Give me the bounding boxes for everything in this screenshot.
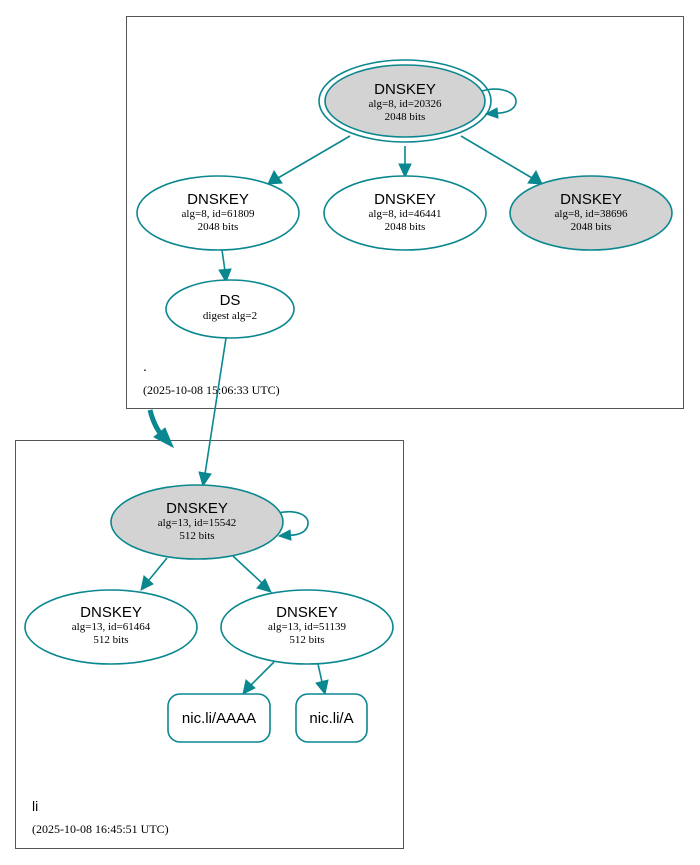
node-root-ksk-outer-ring: [318, 59, 492, 143]
edge-zsk1-to-ds: [221, 249, 226, 272]
node-li-zsk-51139-shape: [220, 589, 394, 665]
li-zone-timestamp: (2025-10-08 16:45:51 UTC): [32, 822, 169, 836]
node-rr-a-shape: [295, 693, 368, 743]
node-ds-title: DS: [220, 292, 241, 309]
edge-delegation-arrow: [153, 427, 175, 449]
node-li-ksk-shape: [110, 484, 284, 560]
node-root-zsk-46441-line1: alg=8, id=46441: [369, 208, 442, 220]
node-root-ksk-line2: 2048 bits: [385, 111, 426, 123]
edge-li-ksk-to-zsk1: [148, 557, 168, 581]
edge-ds-to-li-ksk-arrow: [198, 471, 212, 488]
edge-zsk2-to-a: [317, 663, 323, 683]
edge-ksk-to-zsk1-arrow: [267, 169, 283, 185]
node-root-zsk-61809: DNSKEY alg=8, id=61809 2048 bits: [136, 175, 300, 251]
edge-ksk-to-zsk2-arrow: [398, 163, 412, 179]
node-root-ksk-line1: alg=8, id=20326: [369, 98, 442, 110]
node-li-zsk-51139-line2: 512 bits: [289, 634, 324, 646]
node-rr-aaaa-title: nic.li/AAAA: [182, 710, 256, 727]
edge-li-ksk-to-zsk1-arrow: [140, 575, 154, 591]
node-li-zsk-61464-line2: 512 bits: [93, 634, 128, 646]
node-root-zsk-38696: DNSKEY alg=8, id=38696 2048 bits: [509, 175, 673, 251]
node-li-ksk-line1: alg=13, id=15542: [158, 517, 236, 529]
edge-zsk2-to-aaaa-arrow: [242, 679, 256, 695]
node-li-ksk-title: DNSKEY: [166, 500, 228, 517]
node-root-zsk-61809-line1: alg=8, id=61809: [182, 208, 255, 220]
edge-ksk-to-zsk3-arrow: [527, 169, 543, 185]
edge-ds-to-li-ksk: [204, 337, 227, 475]
node-li-zsk-61464-line1: alg=13, id=61464: [72, 621, 151, 633]
edge-zsk2-to-aaaa: [250, 661, 275, 686]
root-zone-name: .: [143, 358, 147, 374]
edge-zsk1-to-ds-arrow: [218, 268, 232, 284]
node-rr-aaaa: nic.li/AAAA: [167, 693, 271, 743]
node-li-zsk-51139: DNSKEY alg=13, id=51139 512 bits: [220, 589, 394, 665]
node-root-zsk-38696-shape: [509, 175, 673, 251]
edge-li-ksk-to-zsk2: [232, 555, 263, 584]
node-rr-a: nic.li/A: [295, 693, 368, 743]
node-li-zsk-51139-line1: alg=13, id=51139: [268, 621, 346, 633]
root-zone-cluster: [126, 16, 684, 409]
node-root-zsk-38696-line1: alg=8, id=38696: [555, 208, 628, 220]
edge-ksk-self-loop-arrow: [484, 107, 499, 119]
node-li-zsk-61464-shape: [24, 589, 198, 665]
node-li-ksk-line2: 512 bits: [179, 530, 214, 542]
edge-li-ksk-self-loop: [277, 510, 309, 536]
node-root-ksk-title: DNSKEY: [374, 81, 436, 98]
node-root-zsk-61809-shape: [136, 175, 300, 251]
edge-ksk-to-zsk1: [277, 135, 351, 179]
node-li-zsk-61464-title: DNSKEY: [80, 604, 142, 621]
node-root-ksk-shape: [324, 64, 486, 138]
node-root-zsk-46441: DNSKEY alg=8, id=46441 2048 bits: [323, 175, 487, 251]
node-li-zsk-61464: DNSKEY alg=13, id=61464 512 bits: [24, 589, 198, 665]
node-li-ksk: DNSKEY alg=13, id=15542 512 bits: [110, 484, 284, 560]
node-ds-line1: digest alg=2: [203, 310, 257, 322]
node-root-zsk-61809-title: DNSKEY: [187, 191, 249, 208]
node-root-zsk-46441-shape: [323, 175, 487, 251]
node-ds: DS digest alg=2: [165, 279, 295, 339]
node-root-zsk-38696-title: DNSKEY: [560, 191, 622, 208]
node-ds-shape: [165, 279, 295, 339]
node-root-ksk: DNSKEY alg=8, id=20326 2048 bits: [318, 59, 492, 143]
edge-li-ksk-self-loop-arrow: [277, 529, 292, 541]
node-root-zsk-46441-line2: 2048 bits: [385, 221, 426, 233]
edge-ksk-self-loop: [481, 88, 517, 114]
edge-zsk2-to-a-arrow: [315, 679, 329, 696]
node-rr-aaaa-shape: [167, 693, 271, 743]
node-rr-a-title: nic.li/A: [309, 710, 353, 727]
node-li-zsk-51139-title: DNSKEY: [276, 604, 338, 621]
edge-ksk-to-zsk3: [460, 135, 533, 179]
node-root-zsk-46441-title: DNSKEY: [374, 191, 436, 208]
edge-li-ksk-to-zsk2-arrow: [256, 578, 272, 593]
node-root-zsk-38696-line2: 2048 bits: [571, 221, 612, 233]
node-root-zsk-61809-line2: 2048 bits: [198, 221, 239, 233]
root-zone-timestamp: (2025-10-08 15:06:33 UTC): [143, 383, 280, 397]
li-zone-name: li: [32, 798, 38, 814]
